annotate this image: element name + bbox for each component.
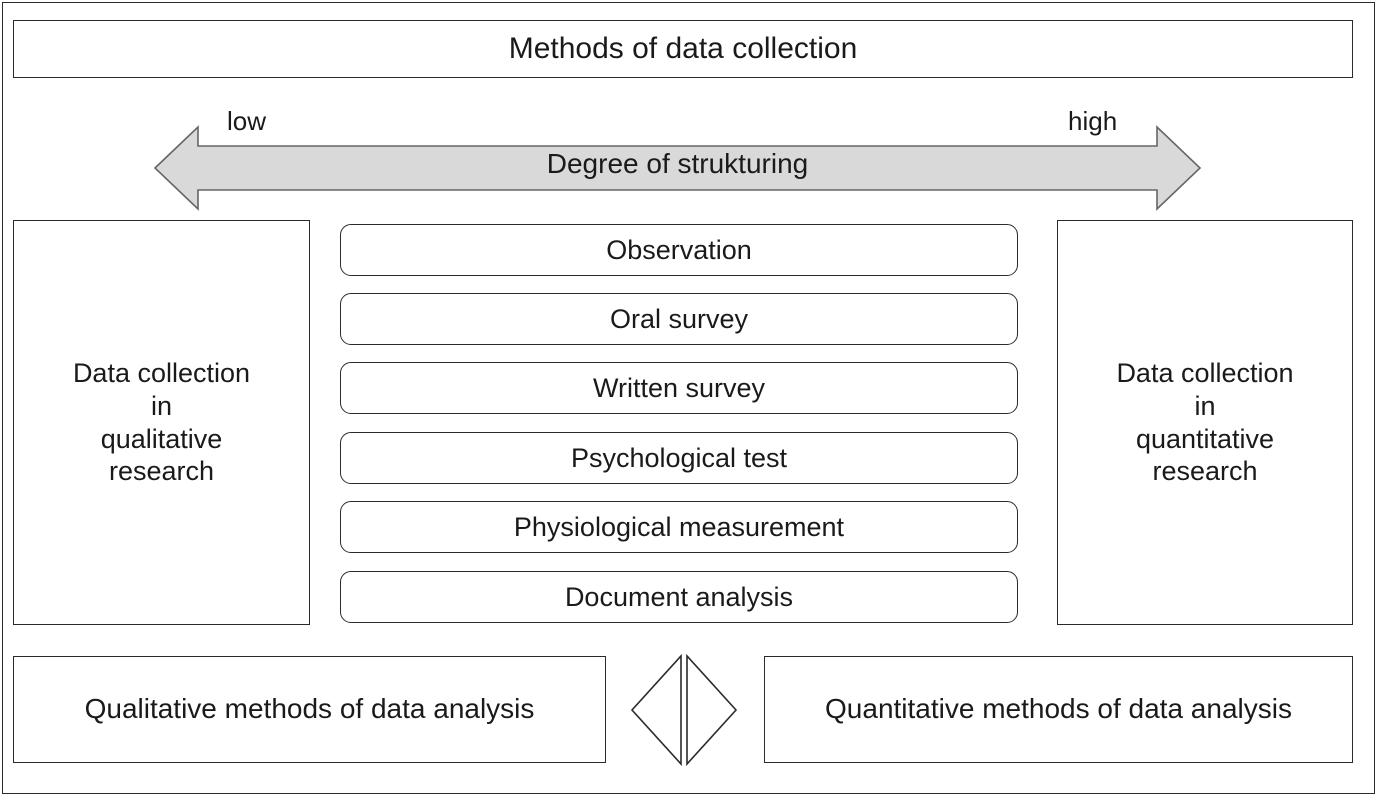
degree-of-structuring-arrow bbox=[150, 120, 1205, 215]
method-box-physiological-measurement[interactable]: Physiological measurement bbox=[340, 501, 1018, 553]
qualitative-analysis-label: Qualitative methods of data analysis bbox=[84, 693, 535, 725]
left-column-label: Data collection in qualitative research bbox=[72, 357, 251, 487]
method-label: Oral survey bbox=[609, 303, 749, 334]
right-column-label: Data collection in quantitative research bbox=[1116, 357, 1294, 487]
method-label: Written survey bbox=[592, 372, 766, 403]
method-label: Psychological test bbox=[570, 442, 788, 473]
method-box-oral-survey[interactable]: Oral survey bbox=[340, 293, 1018, 345]
axis-label-high: high bbox=[1068, 106, 1118, 136]
page-title: Methods of data collection bbox=[508, 31, 858, 65]
method-box-document-analysis[interactable]: Document analysis bbox=[340, 571, 1018, 623]
qualitative-analysis-box: Qualitative methods of data analysis bbox=[13, 656, 606, 763]
axis-label-low: low bbox=[227, 106, 267, 136]
quantitative-analysis-label: Quantitative methods of data analysis bbox=[825, 693, 1292, 725]
diagram-title-box: Methods of data collection bbox=[13, 20, 1353, 78]
method-label: Physiological measurement bbox=[513, 511, 845, 542]
bidirectional-connector bbox=[628, 652, 740, 768]
method-box-written-survey[interactable]: Written survey bbox=[340, 362, 1018, 414]
method-label: Document analysis bbox=[564, 581, 794, 612]
method-box-psychological-test[interactable]: Psychological test bbox=[340, 432, 1018, 484]
method-label: Observation bbox=[606, 234, 752, 265]
double-arrow-icon bbox=[153, 125, 1202, 211]
method-box-observation[interactable]: Observation bbox=[340, 224, 1018, 276]
right-column-quantitative-box: Data collection in quantitative research bbox=[1057, 220, 1353, 625]
quantitative-analysis-box: Quantitative methods of data analysis bbox=[764, 656, 1353, 763]
left-column-qualitative-box: Data collection in qualitative research bbox=[13, 220, 310, 625]
double-triangle-icon bbox=[630, 653, 738, 767]
